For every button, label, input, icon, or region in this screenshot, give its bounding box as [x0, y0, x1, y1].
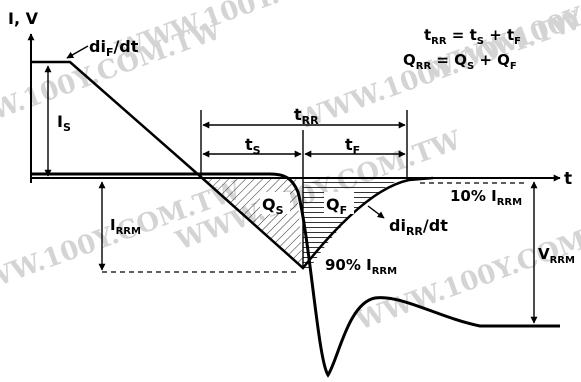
tf-label: tF — [345, 135, 360, 157]
pct90-label: 90% IRRM — [325, 256, 397, 277]
vrrm-label: VRRM — [538, 245, 575, 266]
pct10-label: 10% IRRM — [450, 187, 522, 208]
voltage-waveform — [31, 172, 560, 378]
dif-leader-arrow — [66, 45, 89, 59]
y-axis-label: I, V — [8, 9, 39, 28]
ts-label: tS — [245, 135, 261, 157]
equation-qrr: QRR = QS + QF — [403, 51, 517, 72]
trr-label: tRR — [294, 105, 319, 127]
x-axis-label: t — [564, 169, 572, 189]
qf-label-bg — [324, 192, 354, 214]
qs-label: QS — [262, 195, 284, 217]
dif-dt-label: diF/dt — [89, 37, 139, 59]
dirr-dt-label: diRR/dt — [389, 216, 448, 238]
watermark-3: WWW.100Y.COM.TW — [0, 15, 226, 147]
irrm-label: IRRM — [110, 216, 141, 237]
dirr-leader-arrow — [367, 205, 385, 219]
qs-label-bg — [260, 192, 290, 214]
qf-label: QF — [326, 195, 347, 217]
equation-trr: tRR = tS + tF — [424, 26, 521, 47]
is-label: IS — [57, 112, 71, 134]
